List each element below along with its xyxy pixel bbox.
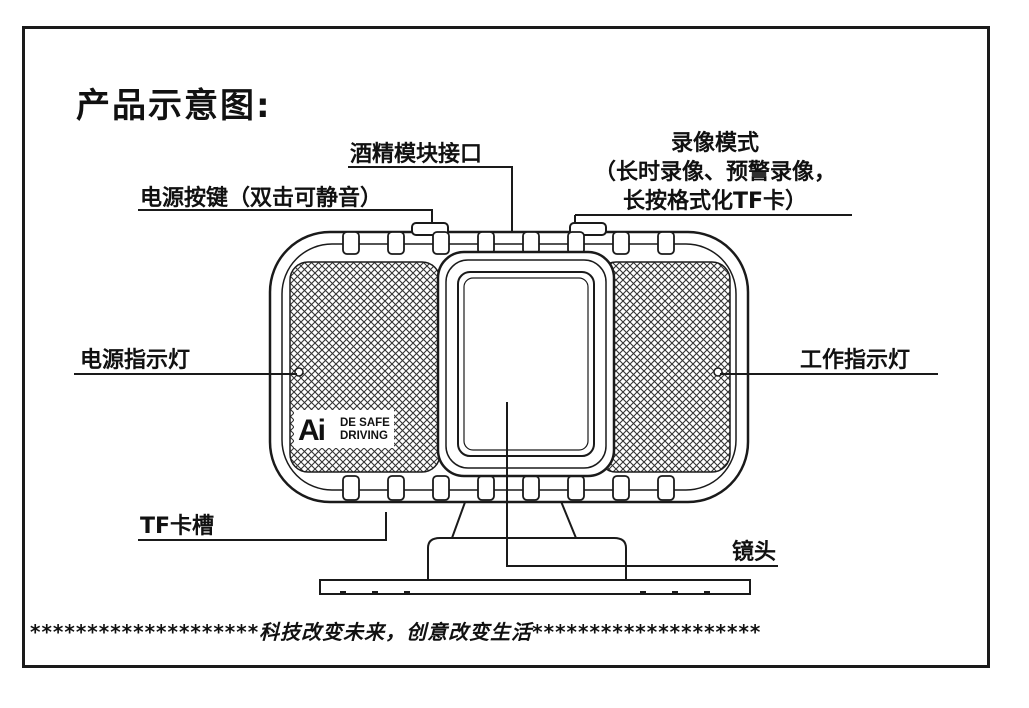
- label-record-mode-line2: （长时录像、预警录像，: [593, 160, 836, 185]
- label-work-indicator: 工作指示灯: [800, 348, 911, 373]
- mount-base: [319, 493, 751, 595]
- label-alcohol-port: 酒精模块接口: [350, 142, 483, 167]
- logo-mark: Ai: [298, 414, 326, 447]
- callout-lines: [74, 166, 938, 567]
- outer-frame: [22, 26, 990, 668]
- housing-ribs-top: [342, 231, 675, 255]
- right-grille: [597, 261, 731, 473]
- logo-text-line1: DE SAFE: [340, 417, 390, 429]
- label-record-mode-line1: 录像模式: [670, 131, 759, 156]
- footer-slogan: ********************科技改变未来，创意改变生活*******…: [30, 620, 762, 644]
- mount-base-notches: [340, 591, 710, 594]
- label-lens: 镜头: [732, 540, 777, 565]
- label-tf-slot: TF卡槽: [140, 514, 215, 539]
- housing-ribs-bottom: [342, 475, 675, 501]
- logo-text: DE SAFE DRIVING: [340, 417, 390, 443]
- logo-badge: [294, 410, 394, 448]
- lens-module: [436, 250, 616, 478]
- label-power-button: 电源按键（双击可静音）: [140, 186, 383, 211]
- page-title: 产品示意图:: [76, 86, 272, 126]
- logo-text-line2: DRIVING: [340, 430, 388, 442]
- label-record-mode-line3: 长按格式化TF卡）: [622, 189, 808, 214]
- label-power-indicator: 电源指示灯: [80, 348, 191, 373]
